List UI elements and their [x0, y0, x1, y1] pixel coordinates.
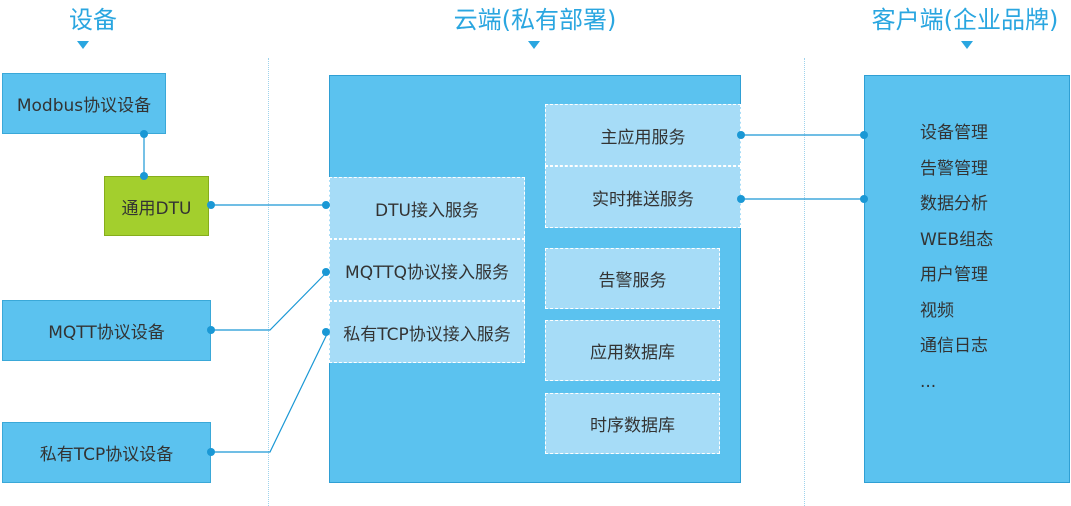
connector-tcp-access — [211, 329, 330, 453]
dot-mainapp-right — [737, 131, 745, 139]
client-item-device-management: 设备管理 — [920, 123, 988, 143]
tcp-access-service: 私有TCP协议接入服务 — [329, 301, 525, 363]
client-column-title: 客户端(企业品牌) — [871, 6, 1059, 34]
dtu-box: 通用DTU — [104, 176, 209, 236]
client-item-user-management: 用户管理 — [920, 265, 988, 285]
modbus-device-box: Modbus协议设备 — [2, 73, 166, 134]
cloud-column-title: 云端(私有部署) — [453, 6, 617, 34]
tcp-device-box: 私有TCP协议设备 — [2, 422, 211, 483]
timeseries-database: 时序数据库 — [545, 393, 720, 454]
alarm-service: 告警服务 — [545, 248, 720, 309]
client-item-data-analysis: 数据分析 — [920, 194, 988, 214]
connector-mqtt-access — [211, 269, 330, 331]
dot-client-top — [860, 131, 868, 139]
separator-left — [268, 58, 269, 506]
dot-dtu-access-left — [322, 201, 330, 209]
client-item-alarm-management: 告警管理 — [920, 158, 988, 179]
dot-client-bottom — [860, 195, 868, 203]
dot-modbus-bottom — [140, 130, 148, 138]
dot-tcp-access-left — [322, 328, 330, 336]
client-panel — [864, 75, 1070, 483]
dot-dtu-top — [140, 172, 148, 180]
devices-arrow-icon — [77, 41, 89, 49]
client-item-video: 视频 — [920, 300, 954, 321]
main-app-service: 主应用服务 — [545, 104, 741, 166]
mqtt-device-box: MQTT协议设备 — [2, 300, 211, 361]
client-item-web-config: WEB组态 — [920, 229, 994, 250]
client-arrow-icon — [961, 41, 973, 49]
client-feature-list: 设备管理 告警管理 数据分析 WEB组态 用户管理 视频 通信日志 ... — [920, 118, 993, 402]
dot-mqtt-right — [207, 326, 215, 334]
cloud-arrow-icon — [528, 41, 540, 49]
dot-dtu-right — [207, 201, 215, 209]
dtu-access-service: DTU接入服务 — [329, 177, 525, 239]
client-item-more: ... — [920, 371, 937, 392]
dot-tcp-right — [207, 448, 215, 456]
dot-mqtt-access-left — [322, 268, 330, 276]
client-item-comm-log: 通信日志 — [920, 336, 988, 356]
app-database: 应用数据库 — [545, 320, 720, 381]
dot-push-right — [737, 195, 745, 203]
realtime-push-service: 实时推送服务 — [545, 166, 741, 228]
separator-right — [804, 58, 805, 506]
devices-column-title: 设备 — [69, 6, 117, 34]
mqtt-access-service: MQTTQ协议接入服务 — [329, 239, 525, 301]
